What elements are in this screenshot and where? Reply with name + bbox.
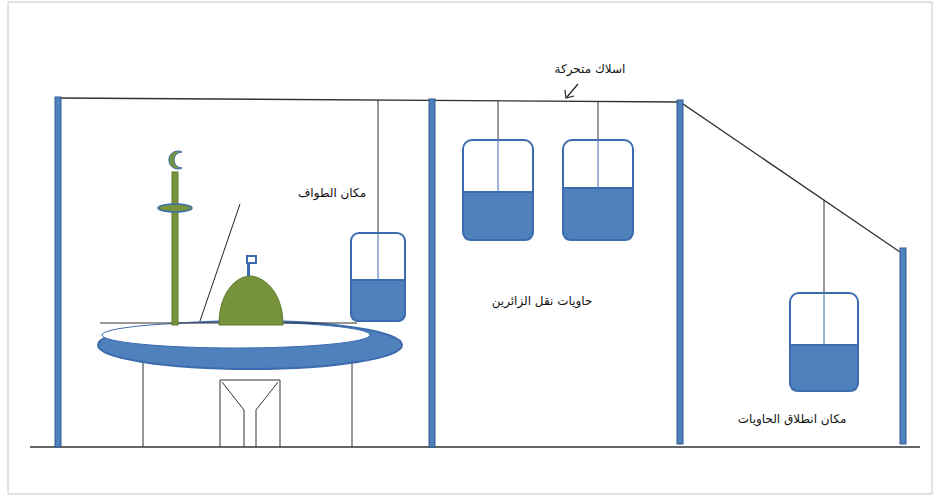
passenger-cabins	[351, 140, 858, 391]
tawaf-leader	[200, 204, 240, 321]
tawaf-platform	[98, 321, 402, 369]
cable-label: اسلاك متحركة	[555, 62, 626, 76]
frame	[8, 2, 932, 494]
minaret	[158, 151, 192, 325]
ground-line	[30, 446, 920, 448]
moving-cable	[58, 98, 900, 252]
cable-pointer	[565, 84, 578, 98]
hangers	[378, 100, 824, 293]
dome	[219, 256, 283, 325]
station-label: مكان انطلاق الحاويات	[738, 412, 847, 426]
cabins-label: حاويات نقل الزائرين	[492, 294, 593, 308]
tawaf-label: مكان الطواف	[298, 186, 366, 200]
platform-supports	[143, 358, 352, 447]
support-poles	[55, 97, 906, 447]
